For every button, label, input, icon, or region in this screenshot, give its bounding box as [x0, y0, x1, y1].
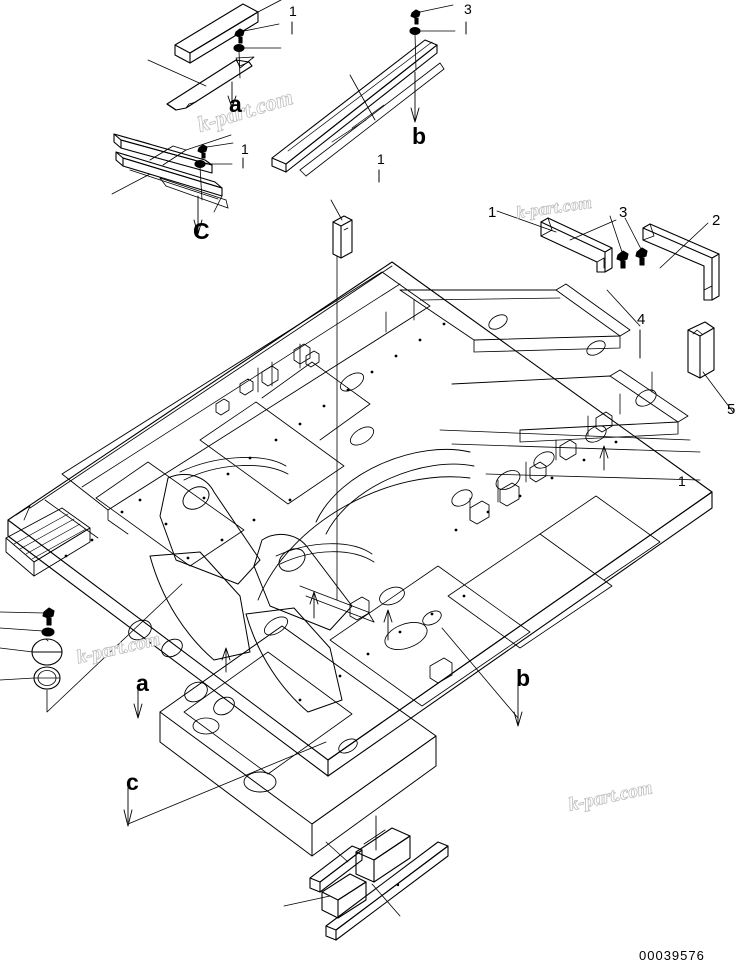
detail-a-fastener [233, 23, 282, 79]
detail-a-bar [174, 0, 282, 64]
step-plate [5, 507, 91, 577]
drawing-number: 00039576 [639, 948, 705, 963]
part-number-right-1: 1 [678, 473, 686, 489]
section-callout-c-main: c [126, 769, 139, 795]
part-number-5: 5 [727, 401, 736, 418]
part-1-bracket-left [540, 217, 613, 273]
bottom-long-rail [325, 841, 449, 941]
section-callout-b-top: b [412, 123, 427, 149]
left-hardware-stack [0, 583, 183, 713]
bottom-block-upper [355, 827, 411, 883]
detail-b-fastener [409, 4, 456, 71]
part-number-3: 3 [619, 204, 628, 221]
part-number-top-1: 1 [289, 3, 297, 19]
part-number-2: 2 [712, 212, 721, 229]
bottom-shim-bar [309, 845, 363, 893]
section-callout-a-main: a [136, 670, 149, 696]
part-3-bolt-washer [569, 215, 648, 269]
block-upper-centre [332, 215, 353, 259]
detail-b-long-rail [271, 39, 445, 177]
part-number-mid-1: 1 [377, 151, 385, 167]
part-number-4: 4 [637, 311, 646, 328]
section-callout-b-main: b [516, 665, 531, 691]
part-5-bracket-corner [687, 321, 715, 379]
detail-c-fastener [194, 142, 234, 201]
revolving-frame-weldment [5, 261, 713, 857]
section-callout-a-top: a [229, 91, 242, 117]
bottom-block-lower [321, 873, 367, 919]
part-2-bracket-right [642, 223, 720, 301]
section-callout-c-top: C [193, 218, 210, 244]
part-number-top-3: 3 [464, 1, 472, 17]
part-number-1: 1 [488, 204, 497, 221]
part-number-mid-1b: 1 [241, 141, 249, 157]
detail-c-rails [111, 133, 232, 209]
